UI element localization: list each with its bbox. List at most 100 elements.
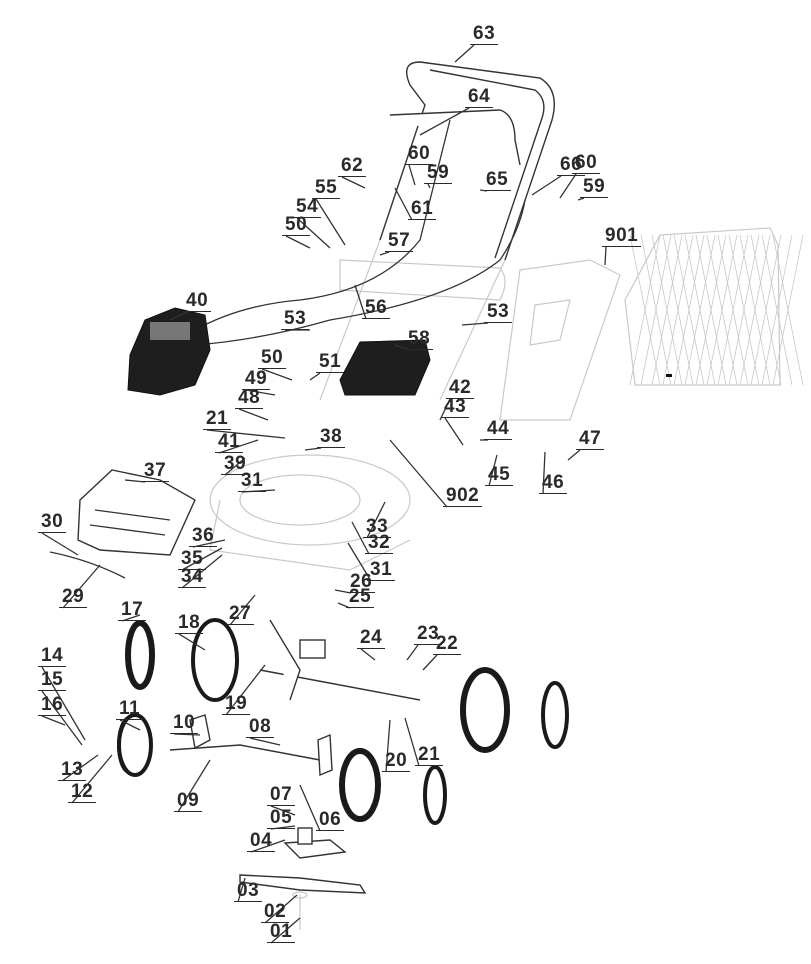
leader-line-39 (224, 457, 246, 476)
part-label-51: 51 (316, 352, 345, 373)
part-label-63: 63 (470, 24, 499, 45)
part-label-20: 20 (382, 751, 411, 772)
part-label-16: 16 (38, 695, 67, 716)
part-label-41: 41 (215, 432, 244, 453)
leader-line-22 (422, 654, 438, 671)
part-label-19: 19 (222, 694, 251, 715)
part-label-62: 62 (338, 156, 367, 177)
part-label-15: 15 (38, 670, 67, 691)
part-label-07: 07 (267, 785, 296, 806)
part-label-22: 22 (433, 634, 462, 655)
part-label-06: 06 (316, 810, 345, 831)
part-label-57: 57 (385, 231, 414, 252)
leader-line-18 (178, 633, 206, 651)
part-label-35: 35 (178, 549, 207, 570)
leader-line-40 (169, 311, 188, 321)
leader-line-63 (454, 44, 475, 63)
part-label-43: 43 (441, 397, 470, 418)
part-label-34: 34 (178, 567, 207, 588)
cable-icon (194, 119, 526, 346)
leader-line-24 (360, 648, 376, 661)
part-label-09: 09 (174, 791, 203, 812)
part-label-61: 61 (408, 199, 437, 220)
engine-icon (127, 307, 211, 396)
leader-line-50 (285, 235, 311, 249)
chassis-deck-icon (209, 454, 411, 571)
part-label-27: 27 (226, 604, 255, 625)
part-label-29: 29 (59, 587, 88, 608)
part-label-12: 12 (68, 782, 97, 803)
part-label-53: 53 (281, 309, 310, 330)
leader-line-50 (261, 368, 293, 381)
part-label-31: 31 (238, 471, 267, 492)
leader-line-51 (309, 372, 321, 381)
part-label-21: 21 (203, 409, 232, 430)
leader-line-16 (41, 715, 66, 726)
leader-line-902 (389, 439, 448, 508)
part-label-11: 11 (116, 699, 144, 720)
part-label-58: 58 (405, 329, 434, 350)
leader-line-15 (41, 690, 83, 746)
part-label-66: 66 (557, 155, 586, 176)
part-label-31: 31 (367, 560, 396, 581)
wheel-icon (460, 667, 510, 753)
part-label-26: 26 (347, 572, 376, 593)
part-label-44: 44 (484, 419, 513, 440)
lower-handle-icon (319, 239, 506, 401)
front-axle-icon (169, 714, 333, 777)
leader-line-41 (218, 439, 259, 454)
leader-line-62 (341, 176, 366, 189)
part-label-45: 45 (485, 465, 514, 486)
leader-line-11 (119, 719, 141, 731)
part-label-40: 40 (183, 291, 212, 312)
leader-line-46 (542, 451, 546, 495)
part-label-14: 14 (38, 646, 67, 667)
leader-line-60 (408, 164, 416, 186)
part-label-08: 08 (246, 717, 275, 738)
part-label-32: 32 (365, 533, 394, 554)
grass-box-frame-icon (499, 259, 621, 421)
part-label-33: 33 (363, 517, 392, 538)
part-label-42: 42 (446, 378, 475, 399)
leader-line-42 (439, 398, 451, 421)
part-label-05: 05 (267, 808, 296, 829)
leader-line-20 (385, 719, 391, 773)
part-label-60: 60 (572, 153, 601, 174)
part-label-24: 24 (357, 628, 386, 649)
part-label-38: 38 (317, 427, 346, 448)
part-label-46: 46 (539, 473, 568, 494)
part-label-53: 53 (484, 302, 513, 323)
rear-axle-icon (259, 619, 421, 701)
leader-line-23 (406, 644, 419, 661)
leader-line-32 (351, 521, 370, 555)
leader-line-01 (270, 917, 301, 944)
part-label-60: 60 (405, 144, 434, 165)
leader-line-07 (270, 805, 296, 816)
leader-line-53 (461, 322, 489, 326)
leader-line-30 (41, 532, 79, 556)
part-label-18: 18 (175, 613, 204, 634)
leader-line-34 (181, 554, 223, 589)
wheel-icon (423, 765, 447, 825)
leader-line-45 (488, 454, 498, 487)
part-label-04: 04 (247, 831, 276, 852)
grass-bag-icon (624, 227, 804, 386)
leader-line-56 (354, 284, 367, 320)
wheel-icon (125, 620, 155, 690)
wheel-icon (541, 681, 569, 749)
part-label-13: 13 (58, 760, 87, 781)
part-label-50: 50 (282, 215, 311, 236)
part-label-10: 10 (170, 713, 199, 734)
cover-icon (339, 339, 431, 396)
part-label-39: 39 (221, 454, 250, 475)
leader-line-03 (237, 877, 246, 903)
part-label-59: 59 (424, 163, 453, 184)
part-label-64: 64 (465, 87, 494, 108)
part-label-59: 59 (580, 177, 609, 198)
part-label-47: 47 (576, 429, 605, 450)
part-label-37: 37 (141, 461, 170, 482)
part-label-901: 901 (602, 226, 642, 247)
leader-line-47 (567, 449, 581, 461)
wheel-icon (191, 618, 239, 702)
